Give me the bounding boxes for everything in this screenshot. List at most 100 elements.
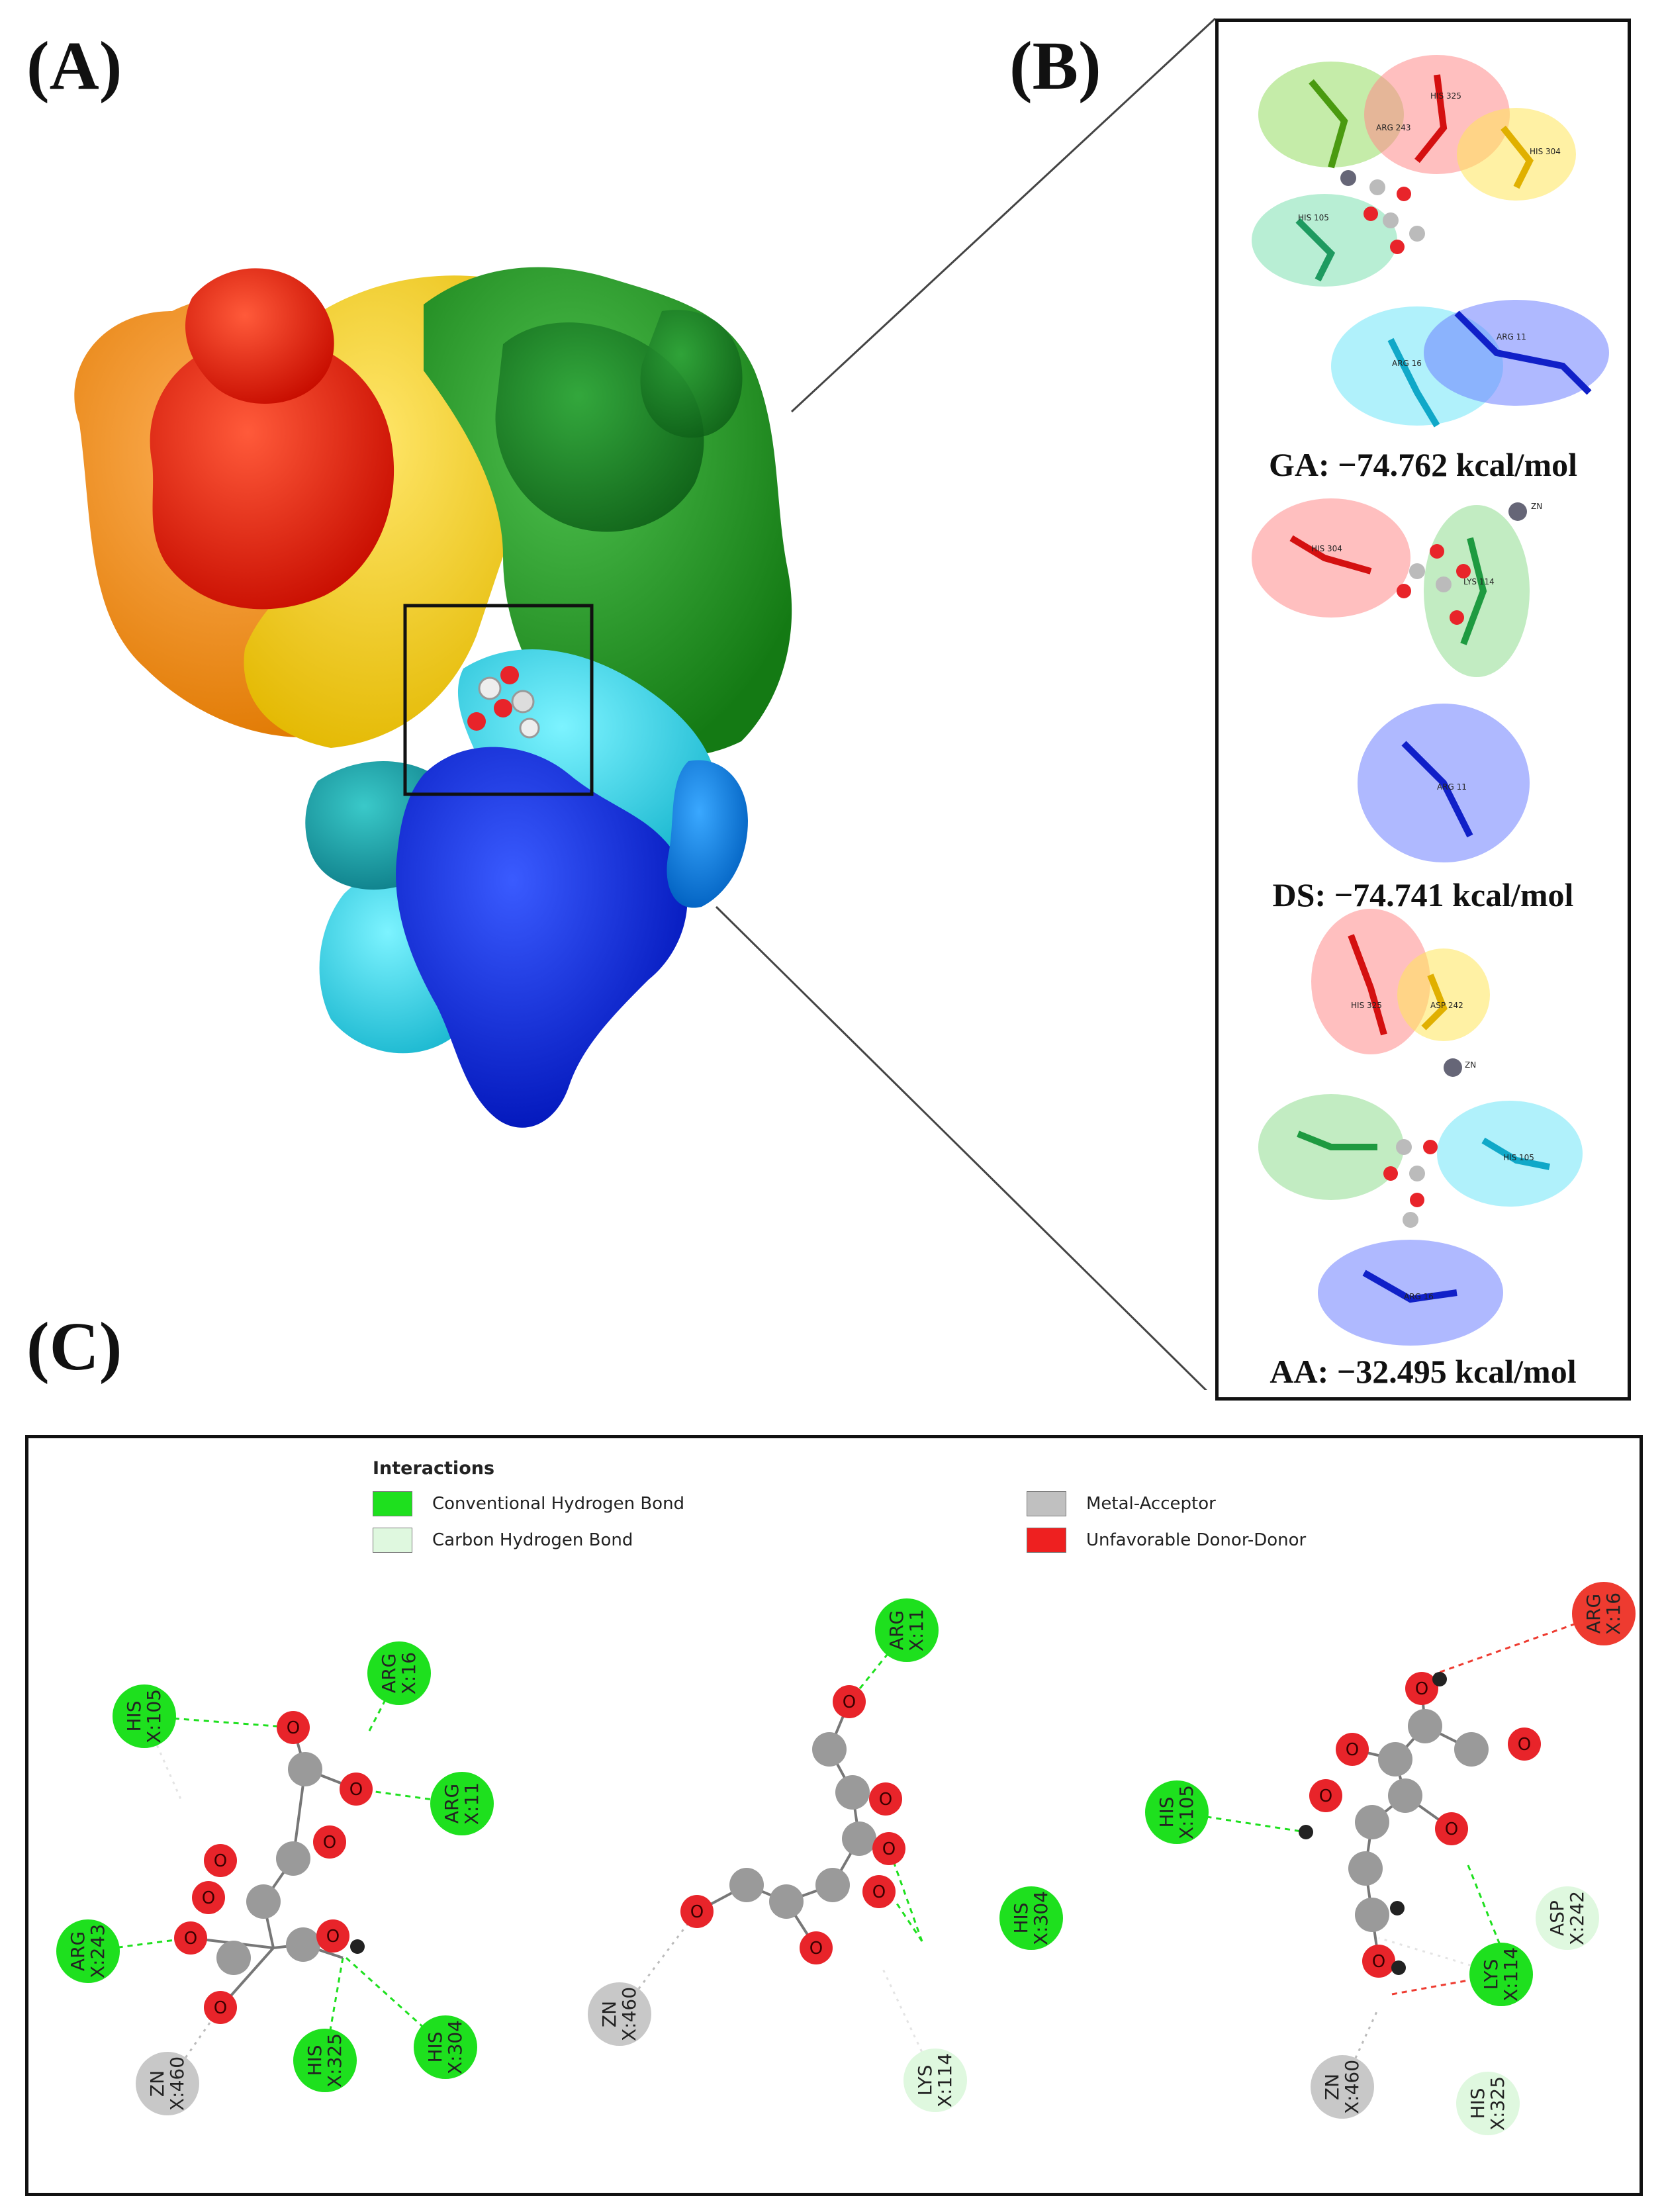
residue-arg-11-id: X:11 xyxy=(905,1609,927,1651)
residue-his-105-name: HIS xyxy=(123,1700,145,1731)
svg-text:HIS 325: HIS 325 xyxy=(1430,91,1461,101)
carbon-atom xyxy=(1408,1709,1442,1743)
oxygen-atom-label: O xyxy=(1445,1820,1458,1839)
oxygen-atom-label: O xyxy=(214,1851,227,1871)
svg-text:ARG 11: ARG 11 xyxy=(1497,332,1526,342)
svg-text:HIS 304: HIS 304 xyxy=(1530,147,1561,156)
residue-his-304-id: X:304 xyxy=(444,2020,466,2074)
energy-label-ga: GA: −74.762 kcal/mol xyxy=(1269,446,1577,483)
carbon-atom xyxy=(1454,1732,1489,1767)
surface-green xyxy=(424,267,792,757)
residue-zn-460-label: ZNX:460 xyxy=(598,1987,640,2041)
residue-his-325-disc xyxy=(293,2029,357,2092)
residue-asp-242-id: X:242 xyxy=(1566,1891,1588,1945)
oxygen-atom xyxy=(204,1991,237,2024)
oxygen-atom xyxy=(1508,1728,1541,1761)
complex-ga-pose: ARG 243 HIS 325 HIS 304 HIS 105 ARG 16 A… xyxy=(1252,55,1609,428)
energy-label-ds: DS: −74.741 kcal/mol xyxy=(1272,876,1574,913)
svg-text:HIS 105: HIS 105 xyxy=(1298,213,1329,222)
hbond-line xyxy=(87,1937,191,1953)
residue-lys-114-disc xyxy=(1469,1943,1533,2006)
oxygen-atom xyxy=(1405,1672,1438,1705)
residue-his-304-id: X:304 xyxy=(1030,1891,1052,1945)
svg-text:HIS 105: HIS 105 xyxy=(1503,1153,1534,1162)
legend-label: Unfavorable Donor-Donor xyxy=(1086,1530,1307,1550)
residue-arg-11-disc xyxy=(875,1598,939,1662)
legend-item-metal-acceptor: Metal-Acceptor xyxy=(1027,1491,1216,1516)
residue-his-325-disc xyxy=(1456,2072,1520,2135)
panel-a-label: (A) xyxy=(26,28,122,104)
oxygen-atom xyxy=(316,1919,349,1953)
residue-his-304-name: HIS xyxy=(424,2031,446,2062)
hbond-line xyxy=(1467,1865,1502,1949)
oxygen-atom xyxy=(1435,1812,1468,1845)
residue-zn-460-label: ZNX:460 xyxy=(1321,2060,1363,2114)
residue-zn-460-id: X:460 xyxy=(618,1987,640,2041)
residue-arg-11-name: ARG xyxy=(441,1784,463,1823)
protein-surface-figure xyxy=(74,17,1217,1390)
oxygen-atom xyxy=(174,1921,207,1955)
oxygen-atom xyxy=(192,1881,225,1914)
svg-text:ARG 16: ARG 16 xyxy=(1404,1292,1434,1301)
svg-text:ARG 243: ARG 243 xyxy=(1376,123,1411,132)
carbon-atom xyxy=(216,1941,251,1975)
residue-his-325-id: X:325 xyxy=(1487,2076,1508,2131)
oxygen-atom xyxy=(833,1685,866,1718)
oxygen-atom xyxy=(313,1825,346,1859)
svg-text:HIS 325: HIS 325 xyxy=(1351,1001,1382,1010)
metal-line xyxy=(618,1911,698,2015)
residue-arg-11-id: X:11 xyxy=(461,1782,483,1825)
hydrogen-atom xyxy=(1299,1825,1313,1839)
residue-arg-16-disc xyxy=(1572,1582,1636,1645)
hydrogen-atom xyxy=(1390,1901,1405,1915)
carbon-atom xyxy=(1348,1851,1383,1886)
complex-ds-pose: ZN HIS 304 LYS 114 ARG 11 xyxy=(1252,498,1542,862)
binding-pose-figures: ARG 243 HIS 325 HIS 304 HIS 105 ARG 16 A… xyxy=(1252,55,1609,1346)
residue-zn-460-disc xyxy=(588,1982,651,2046)
residue-asp-242-disc xyxy=(1536,1886,1599,1950)
panel-b-label: (B) xyxy=(1009,28,1101,104)
residue-zn-460-name: ZN xyxy=(146,2070,168,2097)
carbon-atom xyxy=(842,1821,876,1856)
legend-label: Metal-Acceptor xyxy=(1086,1494,1216,1514)
residue-zn-460-disc xyxy=(136,2052,199,2115)
carbon-atom xyxy=(769,1884,804,1919)
residue-arg-16-disc xyxy=(367,1641,431,1705)
oxygen-atom-label: O xyxy=(202,1888,215,1908)
residue-zn-460-id: X:460 xyxy=(166,2056,188,2111)
oxygen-atom-label: O xyxy=(843,1692,856,1712)
legend-label: Carbon Hydrogen Bond xyxy=(432,1530,633,1550)
residue-arg-11-disc xyxy=(430,1772,494,1835)
oxygen-atom-label: O xyxy=(882,1839,896,1859)
oxygen-atom-label: O xyxy=(1372,1952,1385,1972)
oxygen-atom-label: O xyxy=(287,1718,300,1738)
oxygen-atom-label: O xyxy=(809,1939,823,1959)
oxygen-atom-label: O xyxy=(326,1927,340,1947)
residue-arg-243-disc xyxy=(56,1919,120,1983)
carbon-atom xyxy=(276,1841,310,1876)
oxygen-atom-label: O xyxy=(1518,1735,1531,1755)
svg-text:ZN: ZN xyxy=(1465,1060,1476,1070)
carbon-hbond-line xyxy=(1378,1937,1502,1976)
panel-a: (A) xyxy=(26,17,1217,1390)
carbon-atom xyxy=(1378,1742,1412,1776)
residue-arg-243-name: ARG xyxy=(67,1931,89,1971)
oxygen-atom xyxy=(277,1711,310,1744)
oxygen-atom xyxy=(1362,1945,1395,1978)
svg-text:ARG 16: ARG 16 xyxy=(1392,359,1422,368)
hydrogen-atom xyxy=(1391,1960,1406,1975)
residue-zn-460-id: X:460 xyxy=(1341,2060,1363,2114)
legend-item-carbon-hbond: Carbon Hydrogen Bond xyxy=(373,1528,633,1553)
oxygen-atom xyxy=(862,1875,896,1908)
oxygen-atom xyxy=(872,1832,905,1865)
oxygen-atom-label: O xyxy=(349,1780,363,1800)
ligand-ball-stick xyxy=(467,666,540,739)
residue-zn-460-name: ZN xyxy=(598,2001,620,2027)
residue-his-105-id: X:105 xyxy=(143,1689,165,1743)
carbon-hbond-line xyxy=(881,1967,937,2081)
